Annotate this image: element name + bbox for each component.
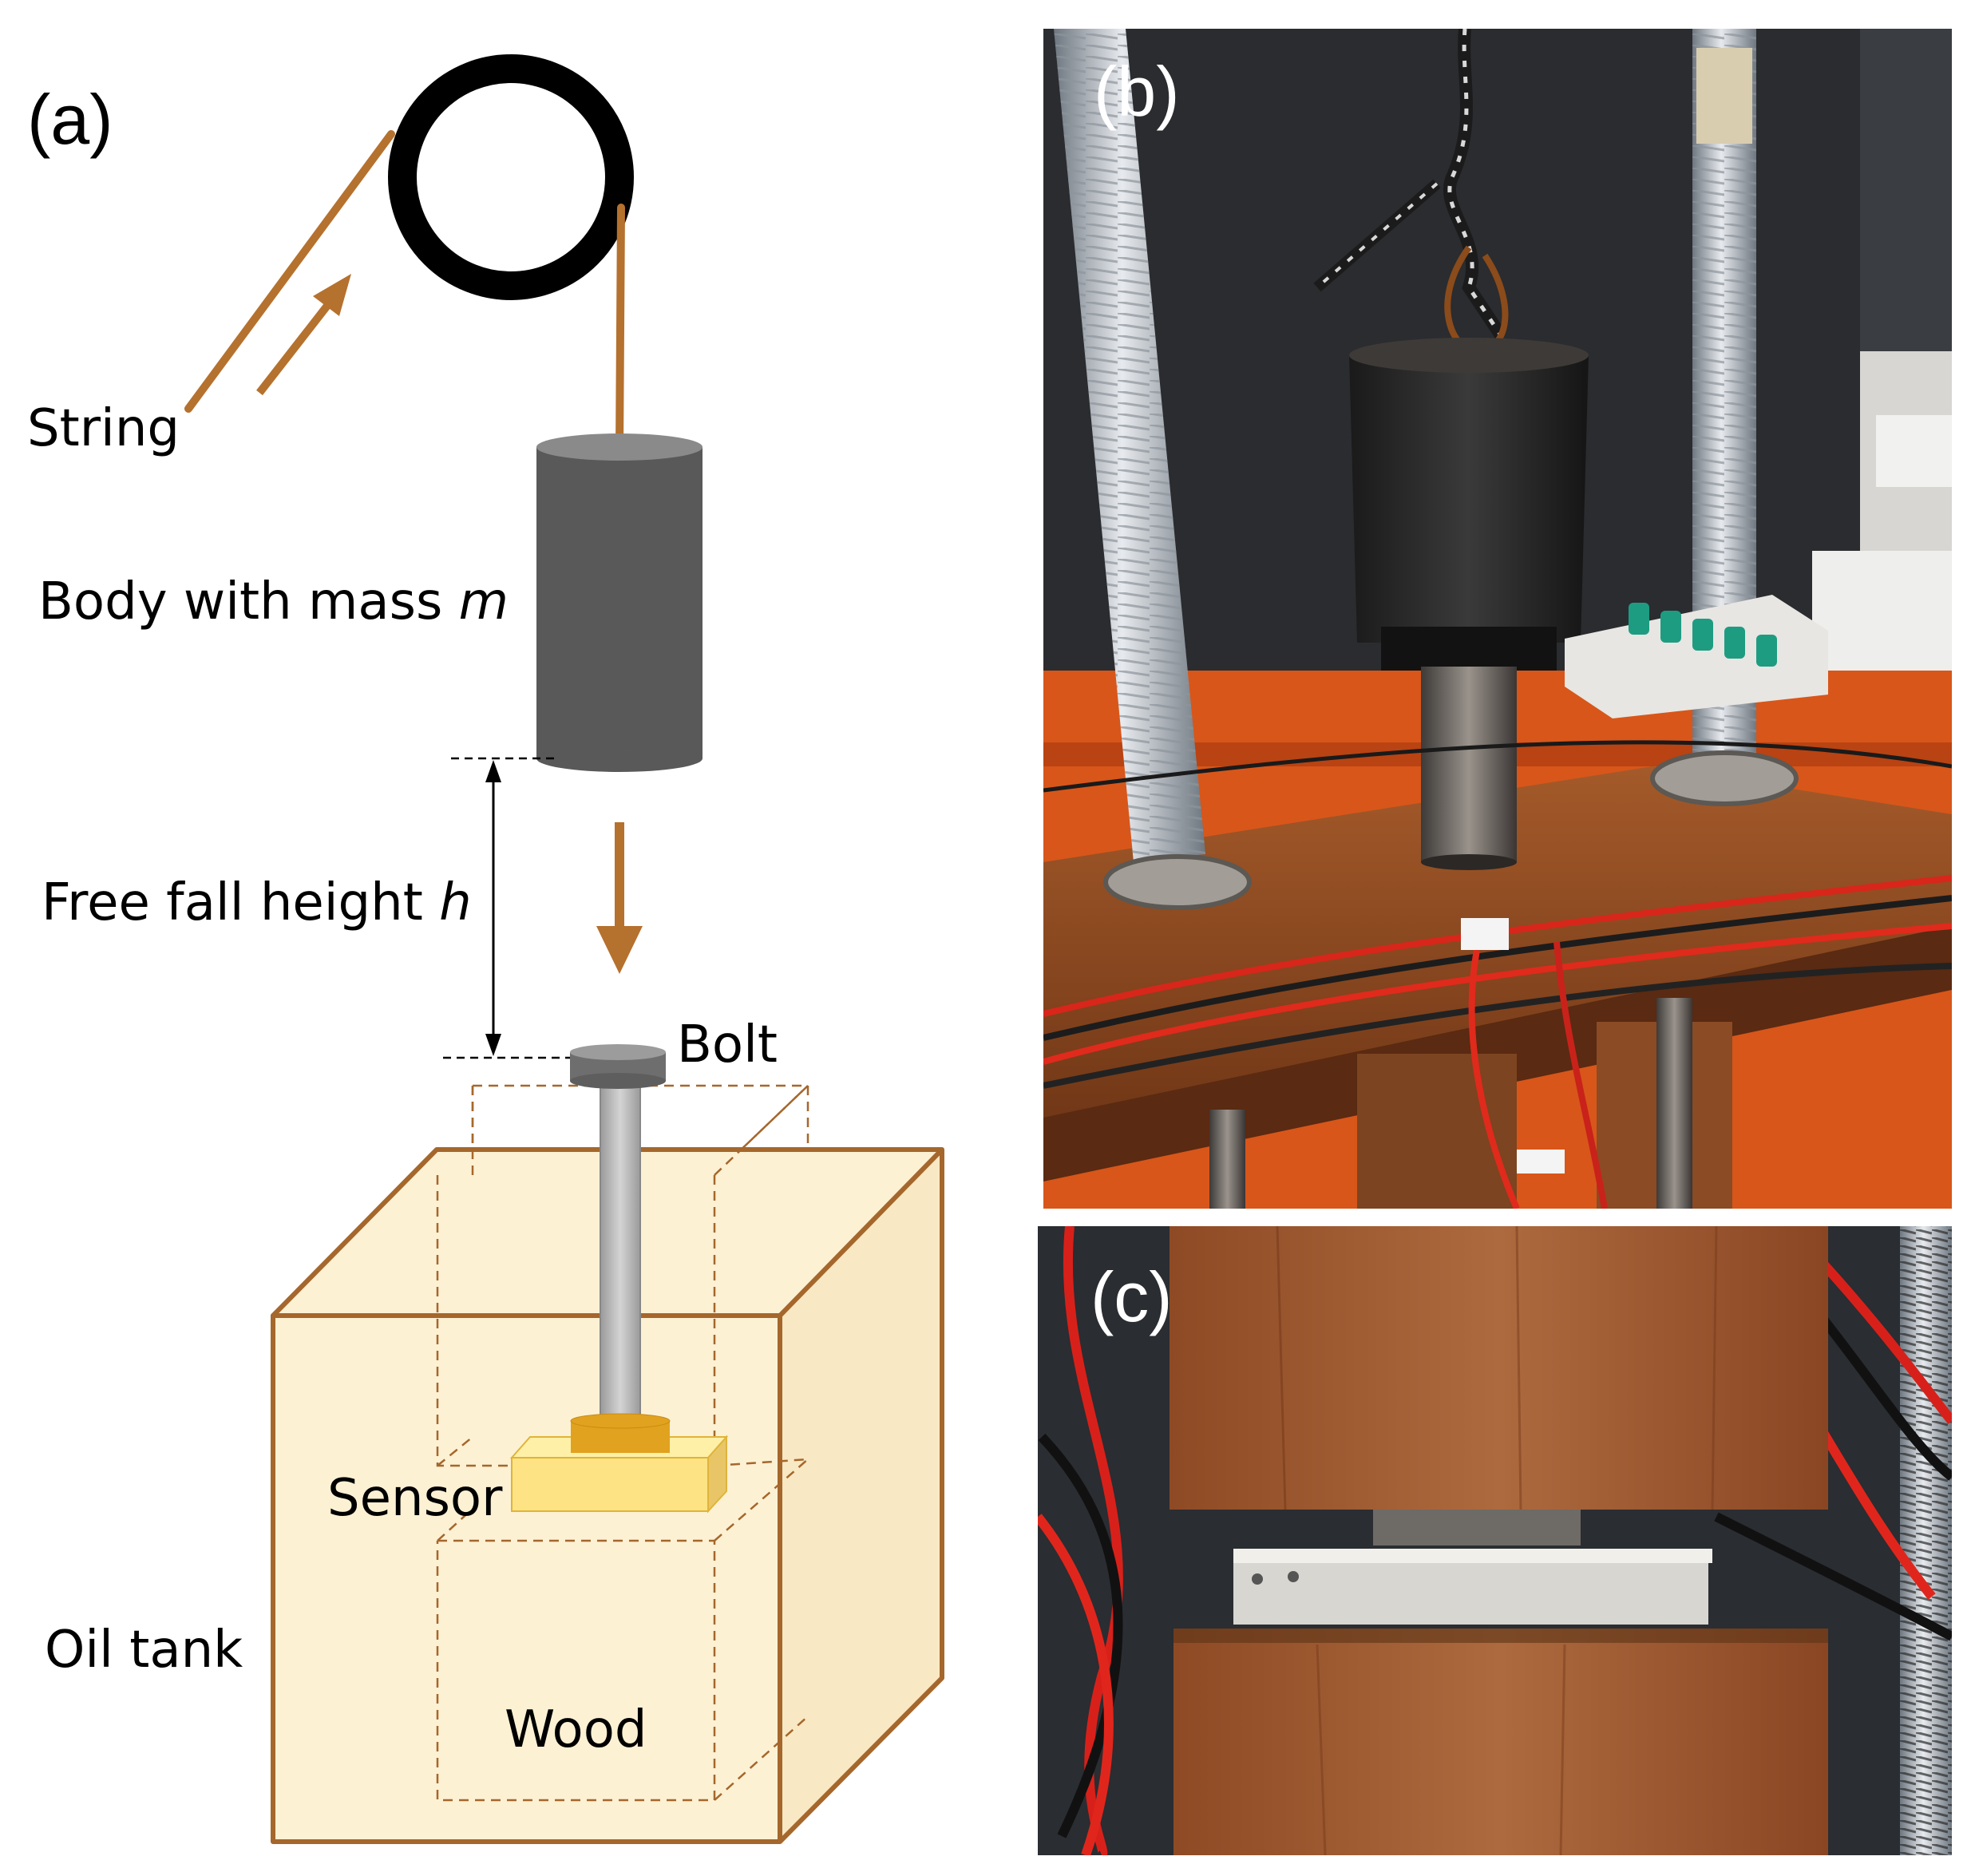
string-right-segment (615, 204, 625, 455)
string-label: String (27, 399, 180, 458)
free-fall-height-label: Free fall height h (42, 873, 472, 932)
body-mass-variable: m (459, 572, 509, 631)
string-left-segment (184, 130, 395, 413)
panel-c-photo: (c) (1038, 1226, 1952, 1855)
bolt-label: Bolt (677, 1015, 778, 1075)
mass-body (536, 433, 703, 772)
panel-a-label: (a) (27, 80, 113, 159)
sensor (509, 1413, 729, 1514)
fall-direction-arrow (596, 822, 643, 974)
panel-c-label: (c) (1090, 1257, 1173, 1336)
free-fall-height-variable: h (439, 873, 472, 932)
height-dimension-arrow (485, 760, 501, 1056)
oil-tank-label: Oil tank (45, 1621, 243, 1680)
body-mass-label: Body with mass m (38, 572, 509, 631)
pull-direction-arrow (256, 274, 351, 396)
panel-a: (a) String Body with mass m Free fall he… (27, 54, 944, 1844)
pulley-wheel (388, 54, 634, 300)
body-mass-label-text: Body with mass (38, 572, 459, 631)
bolt-shaft (600, 1079, 641, 1423)
free-fall-height-label-text: Free fall height (42, 873, 439, 932)
panel-b-label: (b) (1094, 52, 1180, 131)
bolt (570, 1044, 666, 1423)
sensor-label: Sensor (327, 1469, 503, 1528)
panel-b-photo: (b) (1043, 29, 1952, 1209)
tank-inner-dashed (436, 1085, 809, 1802)
wood-label: Wood (505, 1700, 647, 1759)
